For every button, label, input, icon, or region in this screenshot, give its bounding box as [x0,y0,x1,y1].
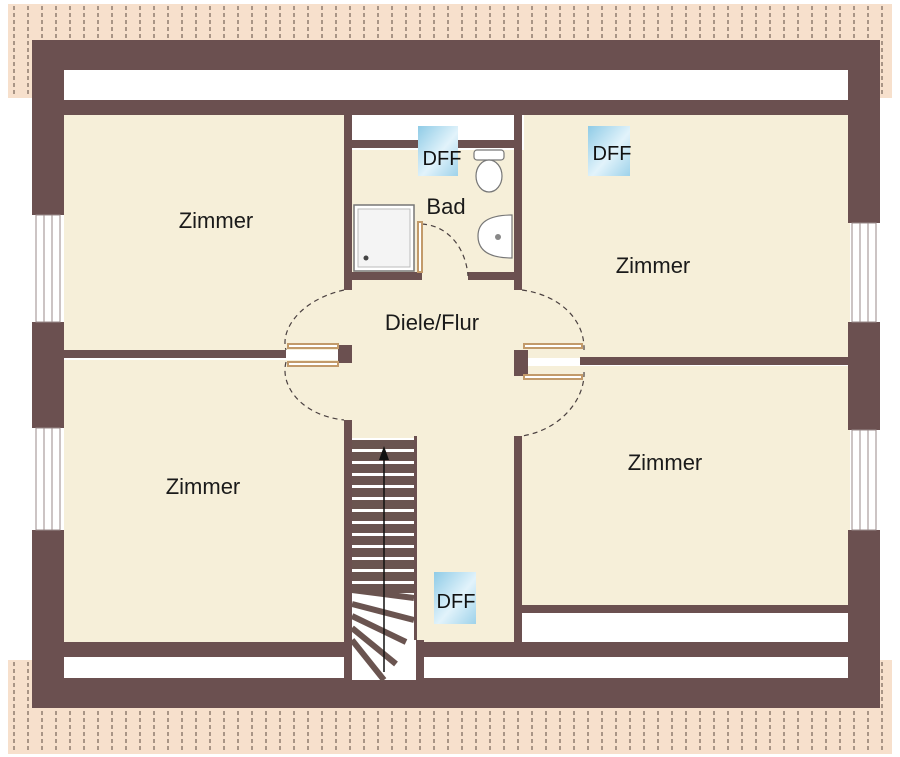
door-swings [284,223,585,437]
shower [353,204,415,272]
stair-tread [352,536,414,545]
staircase [349,436,417,682]
room-label-zimmer-top-left: Zimmer [179,208,254,233]
stair-winder [350,613,408,645]
stair-tread [352,524,414,533]
stair-tread [352,548,414,557]
open-area [522,613,848,642]
stair-tread [352,476,414,485]
stair-winder [351,601,415,623]
room-label-zimmer-bottom-left: Zimmer [166,474,241,499]
skylight-stair: DFF [434,572,476,624]
stair-winder [349,638,387,682]
door-leaves [287,221,583,380]
room-label-zimmer-top-right: Zimmer [616,253,691,278]
stair-tread [352,500,414,509]
windows [35,214,877,531]
sink-icon [477,214,513,259]
stair-treads [349,440,415,682]
room-label-diele-flur: Diele/Flur [385,310,479,335]
stair-tread [352,560,414,569]
room-label-zimmer-bottom-right: Zimmer [628,450,703,475]
stair-tread [352,488,414,497]
roof-gap [64,70,848,678]
skylight-bad: DFF [418,126,461,176]
stair-winder [351,587,415,601]
skylight-zimmer-label: DFF [593,143,632,165]
outer-walls [32,40,880,708]
stair-tread [352,572,414,581]
stair-tread [352,464,414,473]
stair-winder [350,625,398,667]
skylight-bad-label: DFF [423,148,462,170]
stair-tread [352,584,414,593]
stair-tread [352,512,414,521]
stair-arrow-icon [379,446,389,460]
room-label-bad: Bad [426,194,465,219]
toilet-icon [473,149,505,193]
skylight-stair-label: DFF [437,591,476,613]
stair-tread [352,440,414,449]
skylight-zimmer-top-right: DFF [588,126,631,176]
